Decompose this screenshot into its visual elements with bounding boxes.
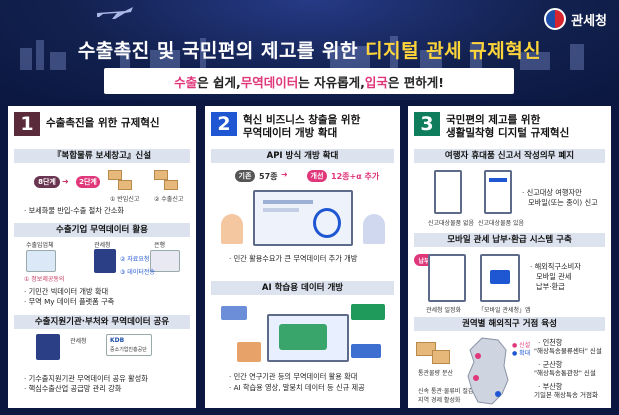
image-tile [351, 344, 381, 358]
badge-after: 2단계 [76, 176, 100, 188]
phone-illustration [480, 254, 520, 302]
section-title: 권역별 해외직구 거점 육성 [414, 317, 605, 331]
person-illustration [221, 214, 243, 244]
truck-image [279, 324, 327, 350]
mobile-payment-visual: 납부 관세청 일정화 「모바일 관세청」앱 · 해외직구소비자 모바일 관세 납… [414, 250, 605, 314]
label-before: 기존 [235, 170, 255, 182]
arrow-right-icon: ➜ [62, 177, 69, 186]
share-visual: 관세청 KDB 중소기업진흥공단 · 기수출지원기관 무역데이터 공유 활성화 … [14, 332, 190, 402]
box-icon [432, 350, 450, 364]
bank-icon [150, 250, 180, 272]
section-title: AI 학습용 데이터 개방 [211, 281, 394, 295]
person-illustration [363, 214, 385, 244]
bullet: · 보세화물 반입-수출 절차 간소화 [24, 206, 124, 215]
partner-card: KDB 중소기업진흥공단 [106, 334, 152, 356]
phone-illustration [428, 254, 466, 302]
section-number: 2 [211, 112, 237, 136]
skyline-illustration [20, 36, 584, 70]
section-number: 1 [14, 112, 40, 136]
column-title: 수출촉진을 위한 규제혁신 [46, 117, 160, 129]
warehouse-visual: 8단계 ➜ 2단계 ① 반입신고 ② 수출신고 · 보세화물 반입-수출 절차 … [14, 166, 190, 220]
column-data-open: 2 혁신 비즈니스 창출을 위한 무역데이터 개방 확대 API 방식 개방 확… [205, 106, 400, 408]
ai-data-visual: · 민간 연구기관 등의 무역데이터 활용 확대 · AI 학습용 영상, 말뭉… [211, 298, 394, 408]
image-tile [351, 304, 385, 320]
box-icon [416, 342, 436, 356]
airplane-icon [97, 7, 133, 19]
section-title: 수출기업 무역데이터 활용 [14, 223, 190, 237]
box-icon [108, 170, 122, 180]
hub-map-visual: 통관물량 분산 신속 통관·물류비 절감 지역 경제 활성화 ● 신설 ● 확대… [414, 334, 605, 410]
api-visual: 기존 57종 ➜ 개선 12종+α 추가 · 민간 활용수요가 큰 무역데이터 … [211, 166, 394, 278]
box-icon [118, 180, 132, 190]
section-title: 수출지원기관·부처와 무역데이터 공유 [14, 315, 190, 329]
box-icon [154, 170, 168, 180]
image-tile [221, 306, 247, 320]
box-icon [164, 180, 178, 190]
column-title: 혁신 비즈니스 창출을 위한 무역데이터 개방 확대 [243, 114, 361, 139]
monitor-illustration [267, 314, 349, 362]
org-logo: 관세청 [544, 8, 607, 30]
magnifier-icon [313, 208, 341, 238]
section-title: 여행자 휴대품 신고서 작성의무 폐지 [414, 149, 605, 163]
monitor-illustration [253, 190, 353, 246]
korea-map-icon [467, 337, 509, 405]
declaration-visual: 신고대상물품 없음 신고대상물품 있음 · 신고대상 여행자만 모바일(또는 종… [414, 166, 605, 230]
column-title: 국민편의 제고를 위한 생활밀착형 디지털 규제혁신 [446, 114, 570, 139]
section-number: 3 [414, 112, 440, 136]
badge-before: 8단계 [34, 176, 60, 188]
factory-icon [26, 250, 56, 272]
korea-emblem-icon [544, 8, 567, 30]
section-title: 모바일 관세 납부·환급 시스템 구축 [414, 233, 605, 247]
shield-icon [36, 334, 60, 360]
data-flow-visual: 수출입업체 관세청 은행 ② 자료요청 ① 정보제공동의 ③ 데이터전송 · 기… [14, 240, 190, 312]
arrow-right-icon: ➜ [281, 170, 288, 179]
section-title: 『복합물류 보세창고』신설 [14, 149, 190, 163]
box-icon [237, 342, 261, 362]
app-icon [490, 270, 510, 284]
phone-illustration [484, 170, 512, 214]
section-title: API 방식 개방 확대 [211, 149, 394, 163]
shield-icon [94, 249, 116, 273]
column-citizen: 3 국민편의 제고를 위한 생활밀착형 디지털 규제혁신 여행자 휴대품 신고서… [408, 106, 611, 408]
page-title: 수출촉진 및 국민편의 제고를 위한 디지털 관세 규제혁신 [77, 40, 542, 62]
phone-illustration [434, 170, 462, 214]
label-after: 개선 [307, 170, 327, 182]
column-export: 1 수출촉진을 위한 규제혁신 『복합물류 보세창고』신설 8단계 ➜ 2단계 … [8, 106, 196, 408]
org-name: 관세청 [571, 13, 607, 29]
